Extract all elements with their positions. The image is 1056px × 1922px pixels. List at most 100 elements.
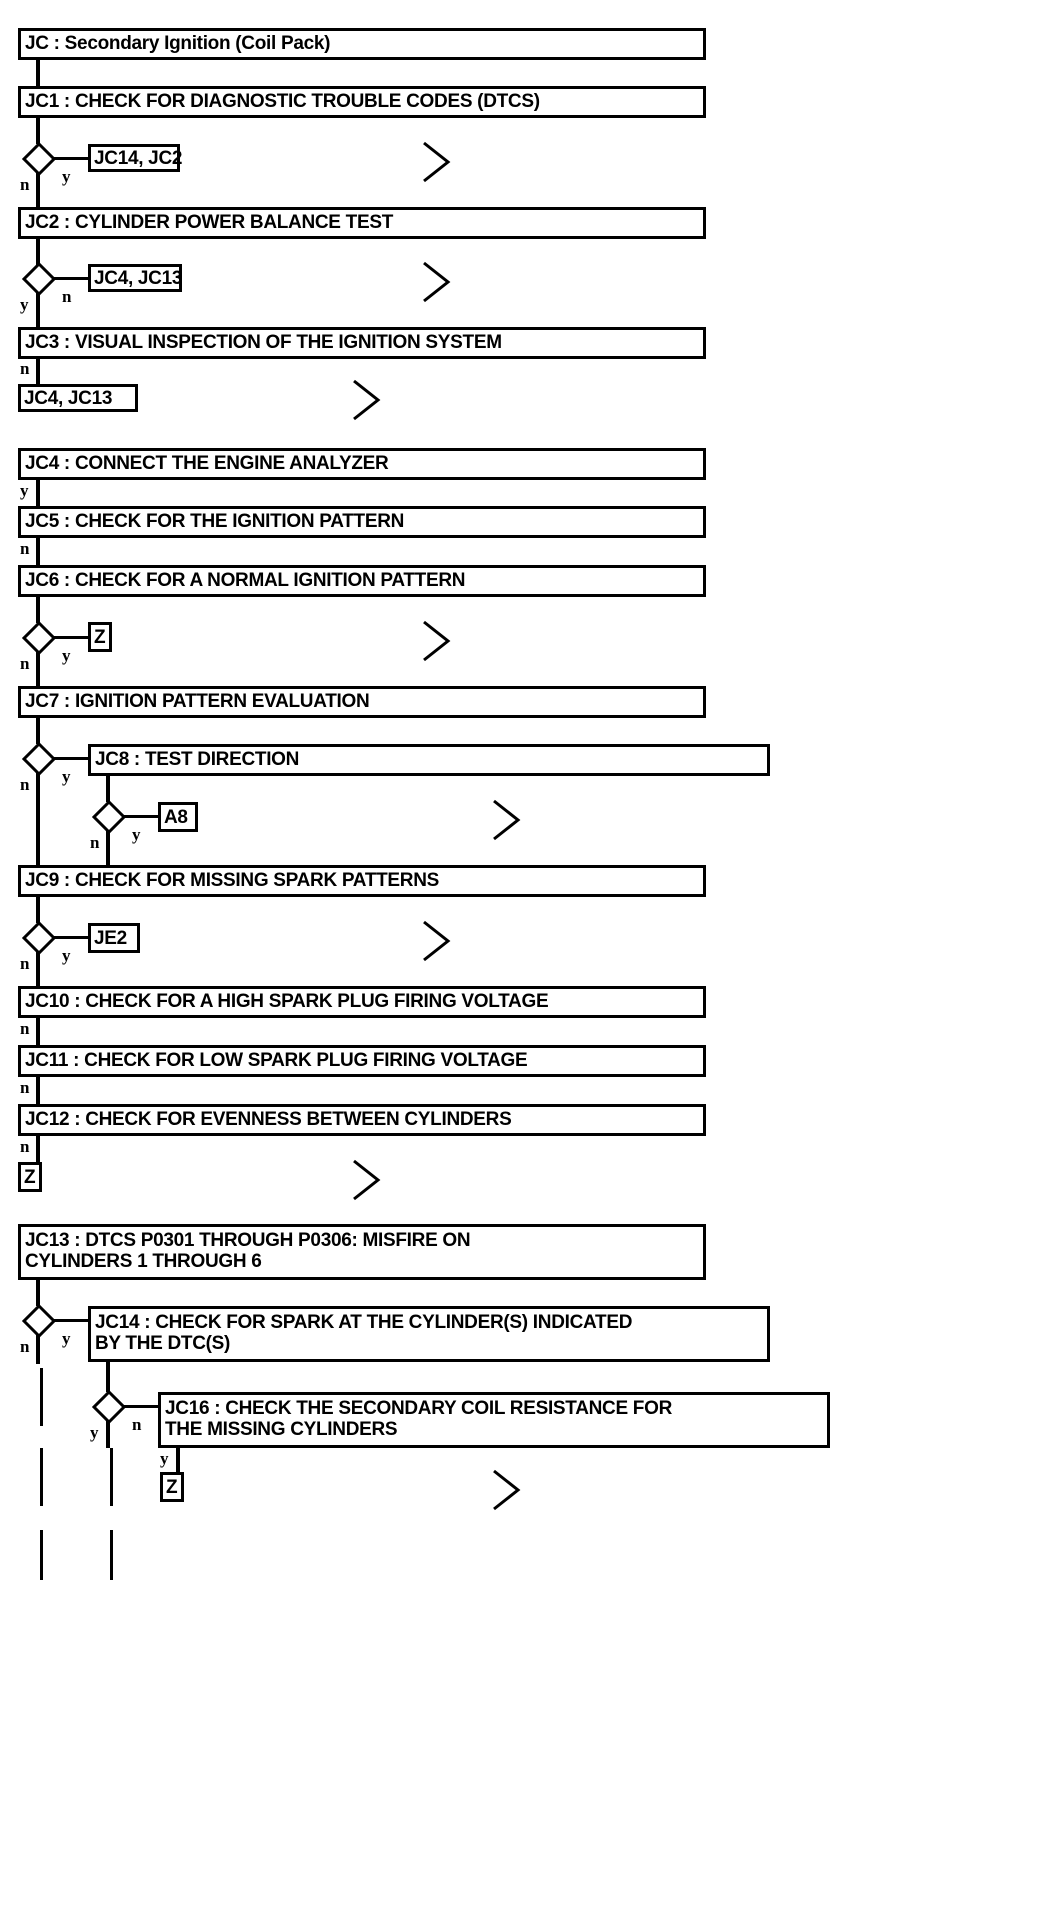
branch-label-jc9-yes: y [62, 946, 71, 965]
branch-label-jc5-no: n [20, 539, 30, 558]
process-box-jc8-label: JC8 : TEST DIRECTION [95, 748, 300, 770]
connector-decision7-to-jc9 [36, 772, 40, 870]
branch-label-jc14-yes: y [90, 1423, 99, 1442]
branch-label-jc4-yes: y [20, 481, 29, 500]
connector-decision6-to-jc7 [36, 651, 40, 687]
page-continuation-chevron-7 [350, 1158, 386, 1202]
branch-label-jc16-yes: y [160, 1449, 169, 1468]
process-box-jc9[interactable]: JC9 : CHECK FOR MISSING SPARK PATTERNS [18, 865, 706, 897]
decision-diamond-jc2[interactable] [22, 262, 56, 296]
process-box-jc2-label: JC2 : CYLINDER POWER BALANCE TEST [25, 211, 394, 233]
process-box-jc16[interactable]: JC16 : CHECK THE SECONDARY COIL RESISTAN… [158, 1392, 830, 1448]
page-continuation-chevron-8 [490, 1468, 526, 1512]
branch-line-jc8-yes [124, 815, 160, 818]
continuation-stub-mid-bottom [110, 1530, 113, 1580]
page-continuation-chevron-1 [420, 140, 456, 184]
connector-box-a8-label: A8 [164, 806, 188, 828]
process-box-jc6-label: JC6 : CHECK FOR A NORMAL IGNITION PATTER… [25, 569, 466, 591]
process-box-jc7-label: JC7 : IGNITION PATTERN EVALUATION [25, 690, 370, 712]
branch-line-jc9-yes [54, 936, 90, 939]
branch-label-jc8-yes: y [132, 825, 141, 844]
connector-box-jc4-jc13-a[interactable]: JC4, JC13 [88, 264, 182, 292]
process-box-jc14-label: JC14 : CHECK FOR SPARK AT THE CYLINDER(S… [95, 1312, 633, 1354]
branch-line-jc6-yes [54, 636, 90, 639]
branch-label-jc6-no: n [20, 654, 30, 673]
branch-line-jc2-no [54, 277, 90, 280]
connector-jc1-to-decision1 [36, 116, 40, 144]
page-continuation-chevron-4 [420, 619, 456, 663]
decision-diamond-jc8[interactable] [92, 800, 126, 834]
process-box-jc9-label: JC9 : CHECK FOR MISSING SPARK PATTERNS [25, 869, 440, 891]
process-box-jc11-label: JC11 : CHECK FOR LOW SPARK PLUG FIRING V… [25, 1049, 528, 1071]
decision-diamond-jc9[interactable] [22, 921, 56, 955]
connector-jc12-to-ref7 [36, 1134, 40, 1162]
connector-box-z-1[interactable]: Z [88, 622, 112, 652]
branch-label-jc13-no: n [20, 1337, 30, 1356]
connector-box-jc4-jc13-b[interactable]: JC4, JC13 [18, 384, 138, 412]
continuation-stub-left-upper [40, 1368, 43, 1426]
page-continuation-chevron-6 [420, 919, 456, 963]
process-box-jc1-label: JC1 : CHECK FOR DIAGNOSTIC TROUBLE CODES… [25, 90, 540, 112]
process-box-jc6[interactable]: JC6 : CHECK FOR A NORMAL IGNITION PATTER… [18, 565, 706, 597]
process-box-jc3-label: JC3 : VISUAL INSPECTION OF THE IGNITION … [25, 331, 502, 353]
process-box-jc14[interactable]: JC14 : CHECK FOR SPARK AT THE CYLINDER(S… [88, 1306, 770, 1362]
process-box-jc16-label: JC16 : CHECK THE SECONDARY COIL RESISTAN… [165, 1398, 673, 1440]
branch-label-jc9-no: n [20, 954, 30, 973]
branch-line-jc7-yes [54, 757, 90, 760]
connector-jc7-to-decision7 [36, 716, 40, 744]
connector-jc3-to-ref3 [36, 357, 40, 385]
decision-diamond-jc6[interactable] [22, 621, 56, 655]
connector-decision1-to-jc2 [36, 172, 40, 208]
process-box-jc3[interactable]: JC3 : VISUAL INSPECTION OF THE IGNITION … [18, 327, 706, 359]
branch-label-jc12-no: n [20, 1137, 30, 1156]
process-box-jc5-label: JC5 : CHECK FOR THE IGNITION PATTERN [25, 510, 405, 532]
connector-decision13-down [36, 1334, 40, 1364]
page-continuation-chevron-5 [490, 798, 526, 842]
process-box-jc1[interactable]: JC1 : CHECK FOR DIAGNOSTIC TROUBLE CODES… [18, 86, 706, 118]
process-box-jc11[interactable]: JC11 : CHECK FOR LOW SPARK PLUG FIRING V… [18, 1045, 706, 1077]
process-box-jc8[interactable]: JC8 : TEST DIRECTION [88, 744, 770, 776]
connector-box-z-2-label: Z [24, 1166, 36, 1188]
process-box-jc4-label: JC4 : CONNECT THE ENGINE ANALYZER [25, 452, 389, 474]
connector-box-jc14-jc2[interactable]: JC14, JC2 [88, 144, 182, 172]
connector-decision2-to-jc3 [36, 292, 40, 328]
connector-jc13-to-decision13 [36, 1278, 40, 1306]
decision-diamond-jc7[interactable] [22, 742, 56, 776]
connector-box-a8[interactable]: A8 [158, 802, 198, 832]
connector-jc11-to-jc12 [36, 1075, 40, 1105]
decision-diamond-jc14[interactable] [92, 1390, 126, 1424]
branch-label-jc1-no: n [20, 175, 30, 194]
process-box-jc[interactable]: JC : Secondary Ignition (Coil Pack) [18, 28, 706, 60]
process-box-jc12-label: JC12 : CHECK FOR EVENNESS BETWEEN CYLIND… [25, 1108, 512, 1130]
connector-decision14-down [106, 1420, 110, 1448]
connector-box-je2[interactable]: JE2 [88, 923, 140, 953]
branch-line-jc1-yes [54, 157, 90, 160]
branch-line-jc14-no [124, 1405, 160, 1408]
process-box-jc4[interactable]: JC4 : CONNECT THE ENGINE ANALYZER [18, 448, 706, 480]
process-box-jc10[interactable]: JC10 : CHECK FOR A HIGH SPARK PLUG FIRIN… [18, 986, 706, 1018]
connector-jc5-to-jc6 [36, 536, 40, 566]
connector-box-z-2[interactable]: Z [18, 1162, 42, 1192]
process-box-jc7[interactable]: JC7 : IGNITION PATTERN EVALUATION [18, 686, 706, 718]
connector-decision8-to-jc9 [106, 830, 110, 868]
branch-label-jc7-no: n [20, 775, 30, 794]
connector-box-z-3[interactable]: Z [160, 1472, 184, 1502]
branch-label-jc6-yes: y [62, 646, 71, 665]
process-box-jc10-label: JC10 : CHECK FOR A HIGH SPARK PLUG FIRIN… [25, 990, 549, 1012]
branch-label-jc3-no: n [20, 359, 30, 378]
decision-diamond-jc1[interactable] [22, 142, 56, 176]
connector-jc8-to-decision8 [106, 774, 110, 802]
connector-box-je2-label: JE2 [94, 927, 127, 949]
connector-box-z-1-label: Z [94, 626, 106, 648]
branch-label-jc11-no: n [20, 1078, 30, 1097]
process-box-jc2[interactable]: JC2 : CYLINDER POWER BALANCE TEST [18, 207, 706, 239]
process-box-jc12[interactable]: JC12 : CHECK FOR EVENNESS BETWEEN CYLIND… [18, 1104, 706, 1136]
branch-label-jc7-yes: y [62, 767, 71, 786]
decision-diamond-jc13[interactable] [22, 1304, 56, 1338]
process-box-jc13[interactable]: JC13 : DTCS P0301 THROUGH P0306: MISFIRE… [18, 1224, 706, 1280]
branch-label-jc10-no: n [20, 1019, 30, 1038]
process-box-jc13-label: JC13 : DTCS P0301 THROUGH P0306: MISFIRE… [25, 1230, 471, 1272]
process-box-jc5[interactable]: JC5 : CHECK FOR THE IGNITION PATTERN [18, 506, 706, 538]
branch-label-jc13-yes: y [62, 1329, 71, 1348]
branch-label-jc8-no: n [90, 833, 100, 852]
